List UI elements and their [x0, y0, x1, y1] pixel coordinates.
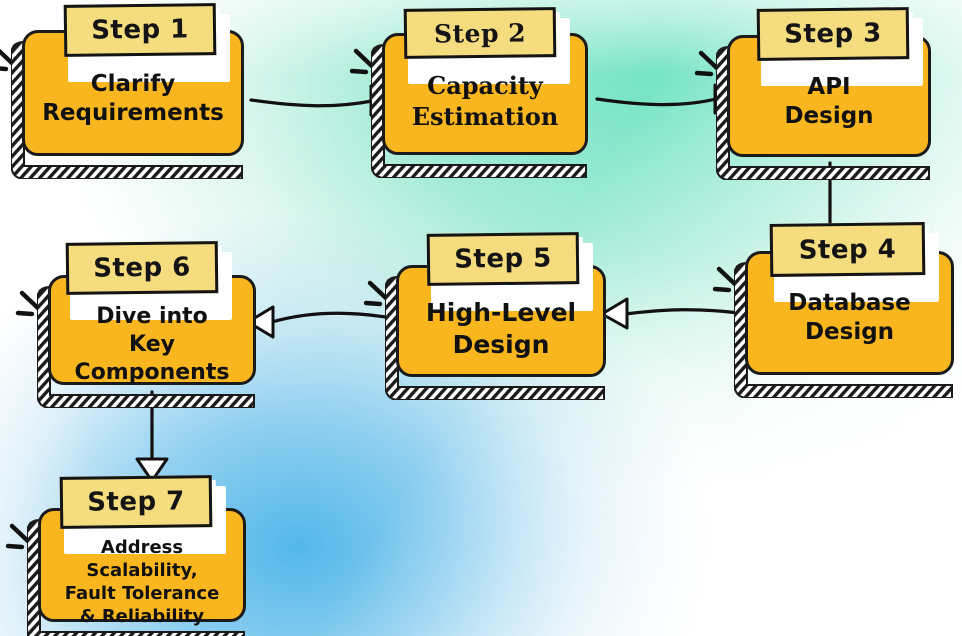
card-shadow-hatch	[370, 43, 590, 182]
step-1-label-text: Step 1	[91, 14, 189, 46]
step-5[interactable]: Step 5 High-Level Design	[363, 232, 606, 401]
step-7[interactable]: Step 7 Address Scalability, Fault Tolera…	[5, 475, 246, 636]
step-2[interactable]: Step 2 Capacity Estimation	[349, 7, 588, 179]
arrow-2-3-line	[595, 97, 718, 107]
step-3-label-tab[interactable]: Step 3	[756, 7, 910, 61]
step-3[interactable]: Step 3 API Design	[694, 7, 931, 181]
step-2-label-text: Step 2	[433, 17, 527, 49]
step-4-body-text: Database Design	[788, 290, 911, 346]
card-shadow-hatch	[26, 518, 248, 636]
step-4[interactable]: Step 4 Database Design	[712, 222, 954, 399]
step-1-body-text: Clarify Requirements	[42, 71, 224, 127]
step-7-label-tab[interactable]: Step 7	[59, 475, 213, 529]
arrow-1-2-line	[249, 98, 374, 108]
step-7-label-text: Step 7	[87, 486, 185, 518]
step-5-body-text: High-Level Design	[425, 298, 577, 359]
card-shadow-hatch	[715, 45, 933, 184]
step-4-label-text: Step 4	[798, 233, 897, 266]
step-1-label-tab[interactable]: Step 1	[63, 3, 217, 57]
step-5-label-text: Step 5	[454, 243, 552, 275]
step-6-label-text: Step 6	[93, 252, 191, 284]
step-3-body-text: API Design	[784, 74, 874, 130]
step-6[interactable]: Step 6 Dive into Key Components	[15, 241, 256, 409]
step-2-label-tab[interactable]: Step 2	[403, 7, 557, 59]
card-shadow-hatch	[10, 40, 246, 183]
step-1[interactable]: Step 1 Clarify Requirements	[0, 3, 244, 180]
step-7-body-text: Address Scalability, Fault Tolerance & R…	[64, 537, 220, 628]
card-shadow-hatch	[384, 275, 608, 404]
step-2-body-text: Capacity Estimation	[411, 71, 559, 131]
step-4-label-tab[interactable]: Step 4	[769, 222, 926, 277]
step-6-body-text: Dive into Key Components	[74, 304, 230, 386]
step-6-label-tab[interactable]: Step 6	[65, 241, 219, 295]
card-shadow-hatch	[36, 285, 258, 412]
arrow-4-5-line	[623, 308, 741, 316]
step-5-label-tab[interactable]: Step 5	[426, 232, 580, 286]
card-shadow-hatch	[733, 261, 956, 402]
step-3-label-text: Step 3	[784, 18, 882, 50]
